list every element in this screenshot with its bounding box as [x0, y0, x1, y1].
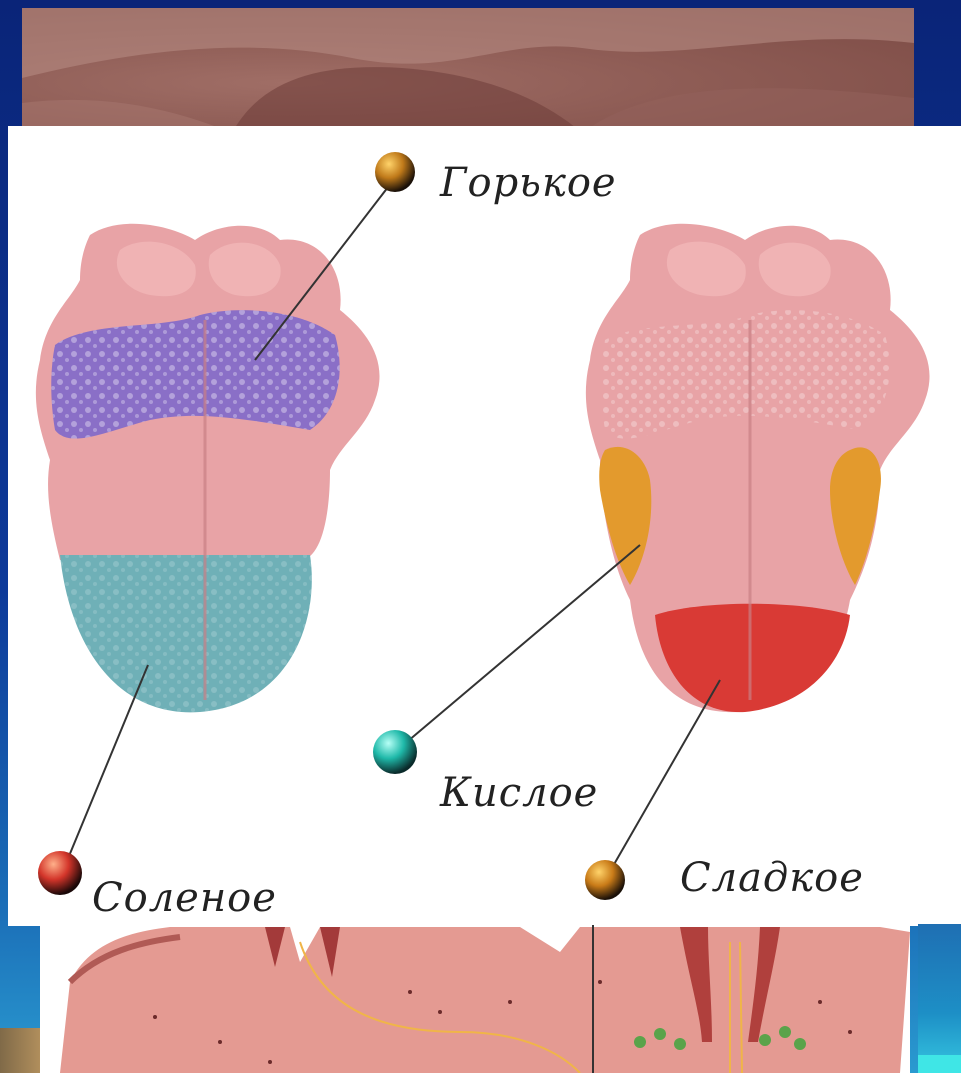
left-tongue — [36, 224, 380, 713]
bitter-label: Горькое — [440, 160, 617, 206]
salty-label: Соленое — [92, 875, 277, 921]
sweet-label: Сладкое — [680, 855, 864, 901]
sour-marker-icon — [373, 730, 417, 774]
right-tongue — [586, 224, 930, 712]
sour-label: Кислое — [440, 770, 598, 816]
salty-marker-icon — [38, 851, 82, 895]
bitter-marker-icon — [375, 152, 415, 192]
sweet-marker-icon — [585, 860, 625, 900]
